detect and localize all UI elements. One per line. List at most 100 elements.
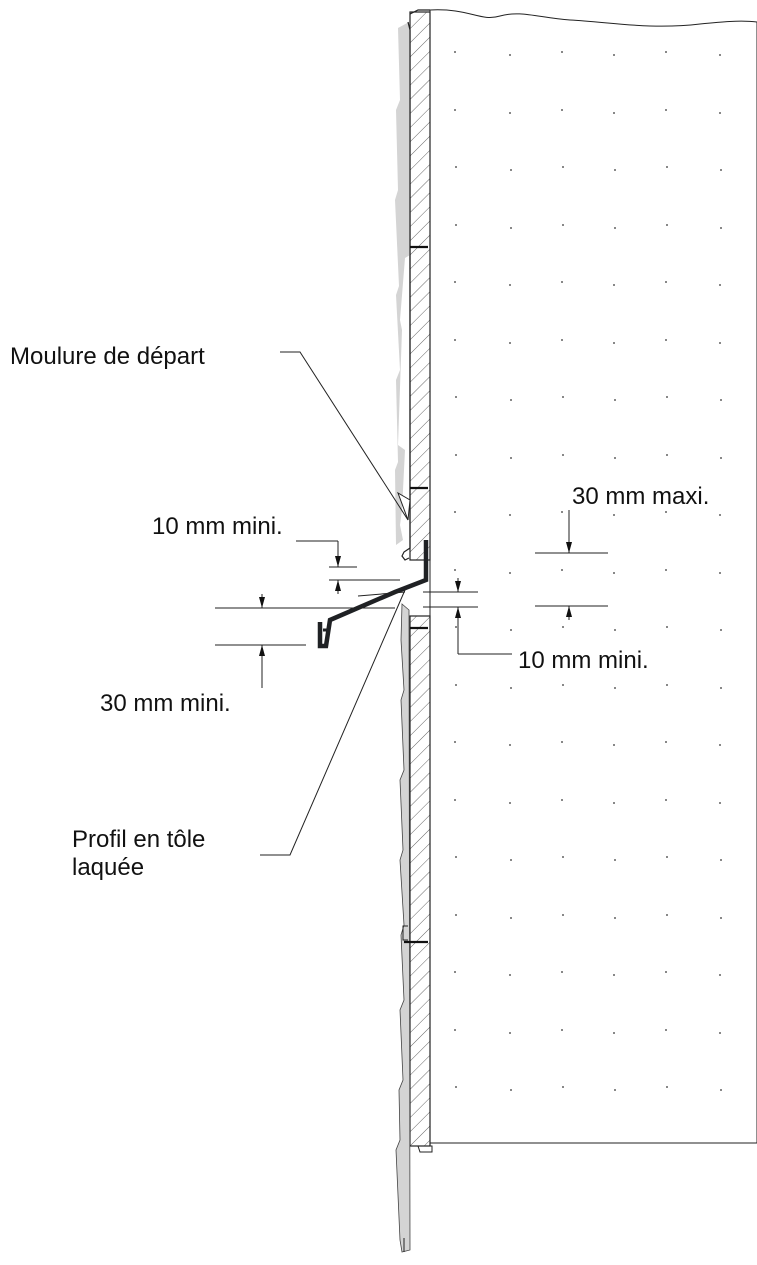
- label-10mm-mini-right: 10 mm mini.: [518, 647, 649, 674]
- wall-dot: [562, 1086, 564, 1088]
- wall-dot: [510, 227, 512, 229]
- wall-dot: [665, 799, 667, 801]
- wall-dot: [561, 281, 563, 283]
- upper-siding-edge: [401, 21, 411, 561]
- wall-dot: [455, 454, 457, 456]
- starter-strip: [397, 491, 411, 521]
- wall-dot: [562, 684, 564, 686]
- wall-dot: [666, 626, 668, 628]
- wall-dots: [454, 51, 722, 1091]
- wall-dot: [665, 281, 667, 283]
- wall-dot: [509, 112, 511, 114]
- wall-dot: [720, 917, 722, 919]
- wall-dot: [613, 514, 615, 516]
- lower-siding-joints: [402, 925, 408, 1252]
- wall-dot: [561, 339, 563, 341]
- wall-dot: [666, 684, 668, 686]
- wall-dot: [561, 741, 563, 743]
- wall-dot: [509, 54, 511, 56]
- wall-dot: [666, 856, 668, 858]
- label-profil-line-2: laquée: [72, 854, 145, 881]
- wall-dot: [454, 799, 456, 801]
- wall-dot: [614, 687, 616, 689]
- wall-dot: [561, 569, 563, 571]
- wall-dot: [454, 281, 456, 283]
- wall-dot: [561, 511, 563, 513]
- wall-dot: [666, 1086, 668, 1088]
- lower-batten-hatch: [409, 615, 431, 1147]
- wall-dot: [454, 109, 456, 111]
- wall-dot: [562, 396, 564, 398]
- wall-dot: [562, 224, 564, 226]
- wall-dot: [665, 109, 667, 111]
- wall-dot: [719, 284, 721, 286]
- wall-dot: [509, 572, 511, 574]
- wall-dot: [509, 514, 511, 516]
- label-profil-en-tole-laquee: Profil en tôle laquée: [72, 826, 205, 882]
- upper-batten-cap: [409, 9, 430, 15]
- wall-dot: [719, 974, 721, 976]
- wall-dot: [455, 166, 457, 168]
- wall-dot: [665, 569, 667, 571]
- wall-dot: [561, 109, 563, 111]
- wall-dot: [720, 859, 722, 861]
- dimension-arrows: [259, 542, 572, 656]
- wall-dot: [561, 1029, 563, 1031]
- wall-dot: [510, 687, 512, 689]
- flashing-profile: [317, 540, 429, 649]
- wall-dot: [720, 399, 722, 401]
- wall-dot: [454, 511, 456, 513]
- leader-lines: [260, 351, 409, 856]
- wall-dot: [613, 342, 615, 344]
- wall-dot: [510, 457, 512, 459]
- wall-dot: [509, 1032, 511, 1034]
- wall-dot: [455, 626, 457, 628]
- wall-dot: [665, 1029, 667, 1031]
- wall-dot: [509, 342, 511, 344]
- wall-dot: [510, 169, 512, 171]
- lower-siding: [395, 603, 411, 1253]
- wall-dot: [720, 457, 722, 459]
- wall-dot: [509, 284, 511, 286]
- label-profil-line-1: Profil en tôle: [72, 826, 206, 853]
- wall-dot: [666, 166, 668, 168]
- wall-dot: [510, 399, 512, 401]
- wall-dot: [613, 54, 615, 56]
- wall-dot: [510, 859, 512, 861]
- wall-dot: [613, 974, 615, 976]
- wall-dot: [562, 166, 564, 168]
- wall-dot: [720, 629, 722, 631]
- wall-dot: [509, 744, 511, 746]
- wall-dot: [666, 224, 668, 226]
- wall-dot: [614, 227, 616, 229]
- wall-dot: [719, 1032, 721, 1034]
- wall-dot: [455, 224, 457, 226]
- wall-dot: [509, 974, 511, 976]
- wall-dot: [614, 859, 616, 861]
- wall-dot: [614, 169, 616, 171]
- wall-dot: [613, 284, 615, 286]
- wall-dot: [719, 342, 721, 344]
- wall-dot: [510, 1089, 512, 1091]
- wall-dot: [665, 511, 667, 513]
- wall-dot: [455, 1086, 457, 1088]
- wall-dot: [613, 1032, 615, 1034]
- label-10mm-mini-left: 10 mm mini.: [152, 513, 283, 540]
- wall-dot: [719, 572, 721, 574]
- label-moulure-de-depart: Moulure de départ: [10, 343, 205, 370]
- wall-dot: [613, 802, 615, 804]
- wall-dot: [614, 399, 616, 401]
- wall-dot: [454, 339, 456, 341]
- wall-dot: [454, 1029, 456, 1031]
- lower-batten-foot: [417, 1145, 433, 1153]
- wall-dot: [455, 396, 457, 398]
- wall-dot: [509, 802, 511, 804]
- wall-dot: [720, 227, 722, 229]
- wall-dot: [720, 1089, 722, 1091]
- wall-dot: [455, 684, 457, 686]
- wall-dot: [613, 112, 615, 114]
- wall-dot: [719, 802, 721, 804]
- wall-dot: [614, 629, 616, 631]
- wall-dot: [562, 856, 564, 858]
- wall-dot: [562, 626, 564, 628]
